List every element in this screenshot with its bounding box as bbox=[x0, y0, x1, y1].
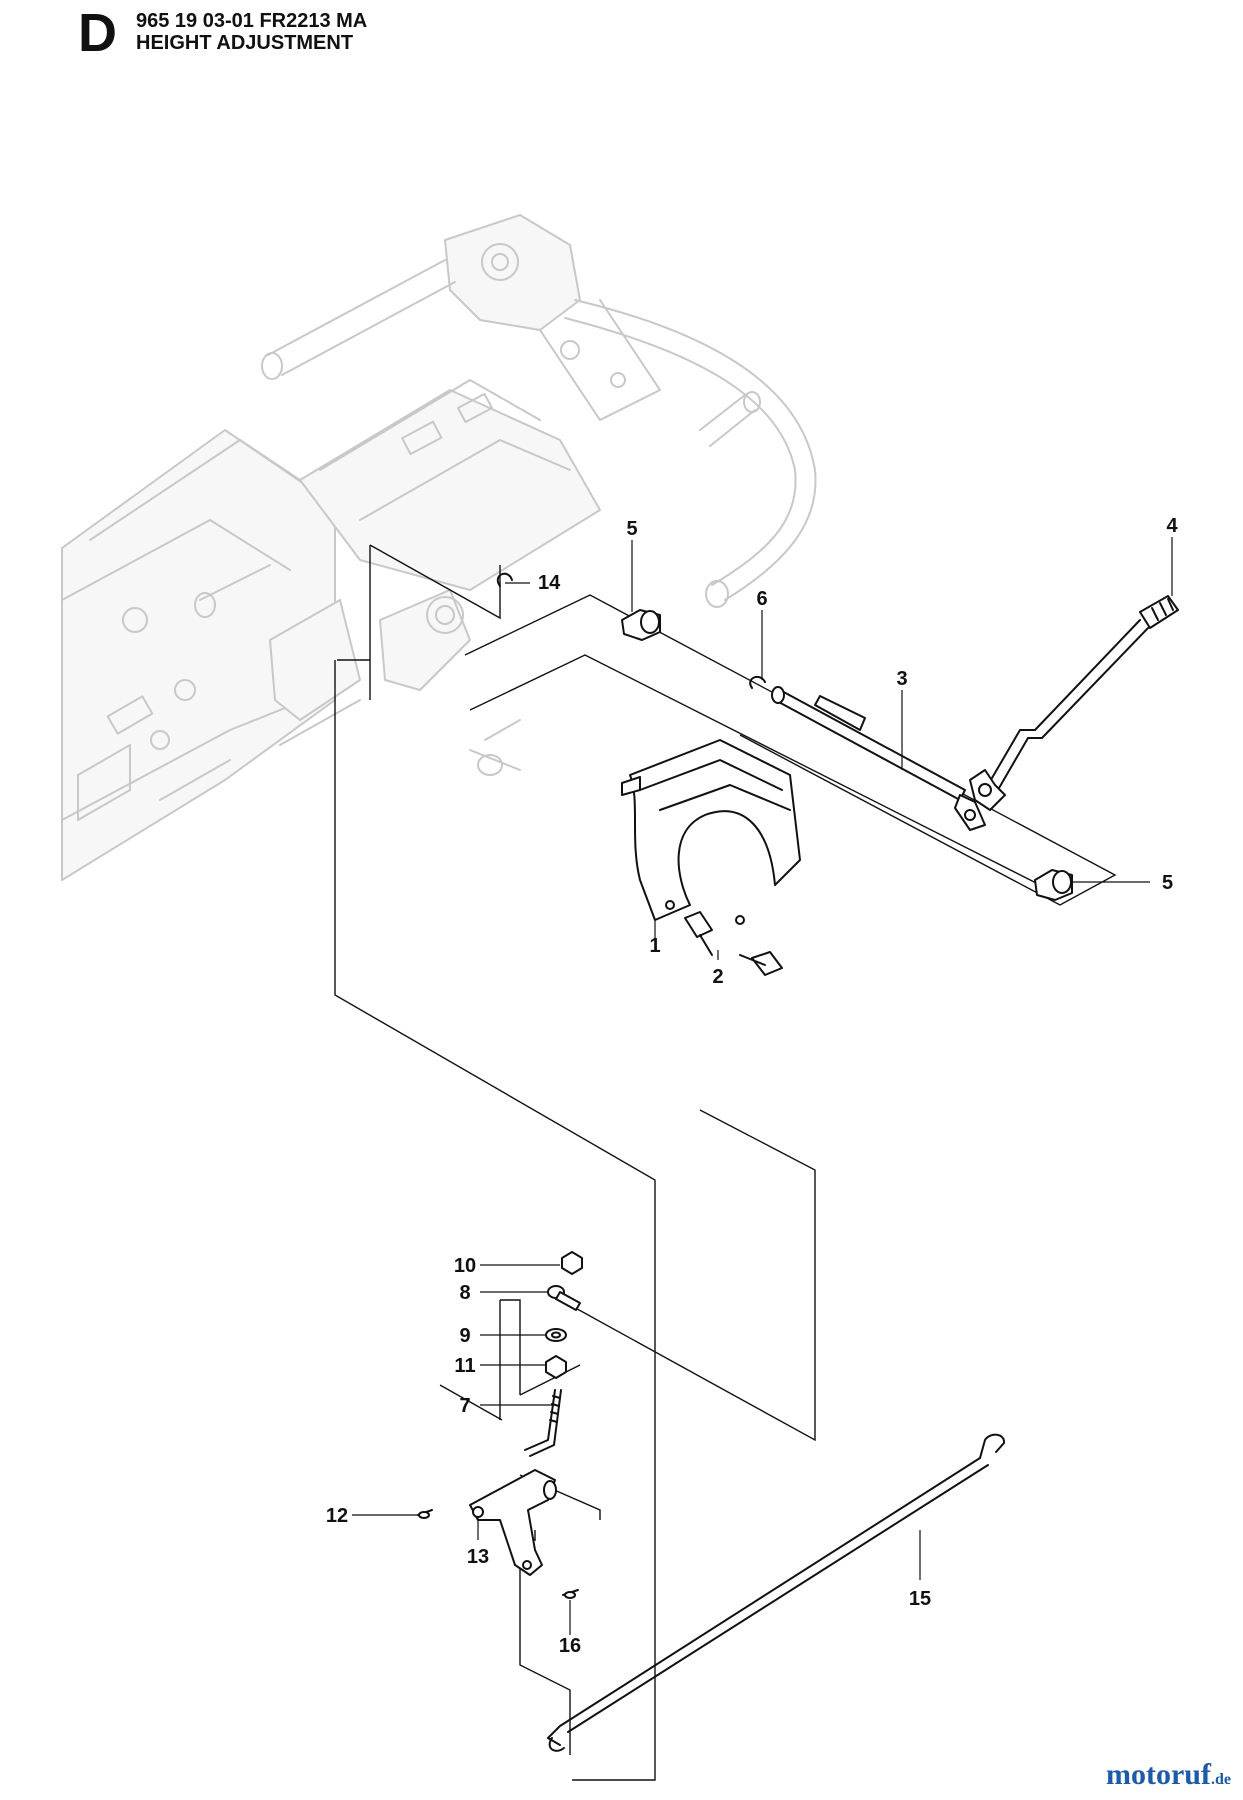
part-5-bushing-right bbox=[1034, 869, 1073, 901]
callout-6: 6 bbox=[756, 588, 767, 610]
part-8-bolt bbox=[547, 1285, 581, 1311]
part-12-cotter-pin bbox=[417, 1509, 433, 1519]
header-text: 965 19 03-01 FR2213 MA HEIGHT ADJUSTMENT bbox=[136, 10, 367, 54]
motoruf-watermark: motoruf.de bbox=[1106, 1758, 1231, 1792]
callout-1: 1 bbox=[649, 935, 660, 957]
callout-15: 15 bbox=[909, 1588, 931, 1610]
part-2-bolts bbox=[684, 911, 783, 976]
part-15-link-rod bbox=[547, 1433, 1005, 1752]
callout-2: 2 bbox=[712, 966, 723, 988]
callout-10: 10 bbox=[454, 1255, 476, 1277]
part-13-bell-crank bbox=[469, 1469, 557, 1576]
callout-14: 14 bbox=[538, 572, 561, 594]
part-3-shaft bbox=[771, 686, 986, 831]
callout-13: 13 bbox=[467, 1546, 489, 1568]
part-5-bushing-left bbox=[621, 609, 661, 641]
callout-5-lower: 5 bbox=[1162, 872, 1173, 894]
callout-11: 11 bbox=[454, 1355, 475, 1377]
part-4-lever bbox=[969, 595, 1179, 811]
watermark-tld: .de bbox=[1211, 1771, 1231, 1788]
part-1-height-plate bbox=[621, 739, 801, 925]
watermark-brand: motoruf bbox=[1106, 1758, 1211, 1791]
part-10-nut bbox=[561, 1251, 583, 1275]
callout-3: 3 bbox=[896, 668, 907, 690]
tractor-frame-ghost bbox=[61, 214, 817, 881]
diagram-title: HEIGHT ADJUSTMENT bbox=[136, 32, 354, 54]
leader-lines bbox=[352, 537, 1173, 1635]
callout-4: 4 bbox=[1166, 515, 1178, 537]
callout-labels: 5 6 3 4 5 14 1 2 10 8 9 11 7 12 13 16 15 bbox=[326, 515, 1179, 1657]
part-6-clip bbox=[749, 675, 766, 689]
part-14-clip bbox=[496, 572, 513, 587]
part-7-threaded-rod bbox=[524, 1389, 562, 1457]
callout-8: 8 bbox=[459, 1282, 470, 1304]
section-letter: D bbox=[78, 3, 117, 63]
callout-7: 7 bbox=[459, 1395, 470, 1417]
explosion-reference-lines bbox=[334, 544, 1117, 1781]
callout-12: 12 bbox=[326, 1505, 348, 1527]
callout-16: 16 bbox=[559, 1635, 581, 1657]
callout-9: 9 bbox=[459, 1325, 470, 1347]
part-9-washer bbox=[545, 1328, 567, 1342]
part-16-cotter-pin bbox=[562, 1589, 579, 1599]
part-11-nut bbox=[545, 1355, 567, 1379]
callout-5-upper: 5 bbox=[626, 518, 637, 540]
part-number-line: 965 19 03-01 FR2213 MA bbox=[136, 10, 368, 32]
